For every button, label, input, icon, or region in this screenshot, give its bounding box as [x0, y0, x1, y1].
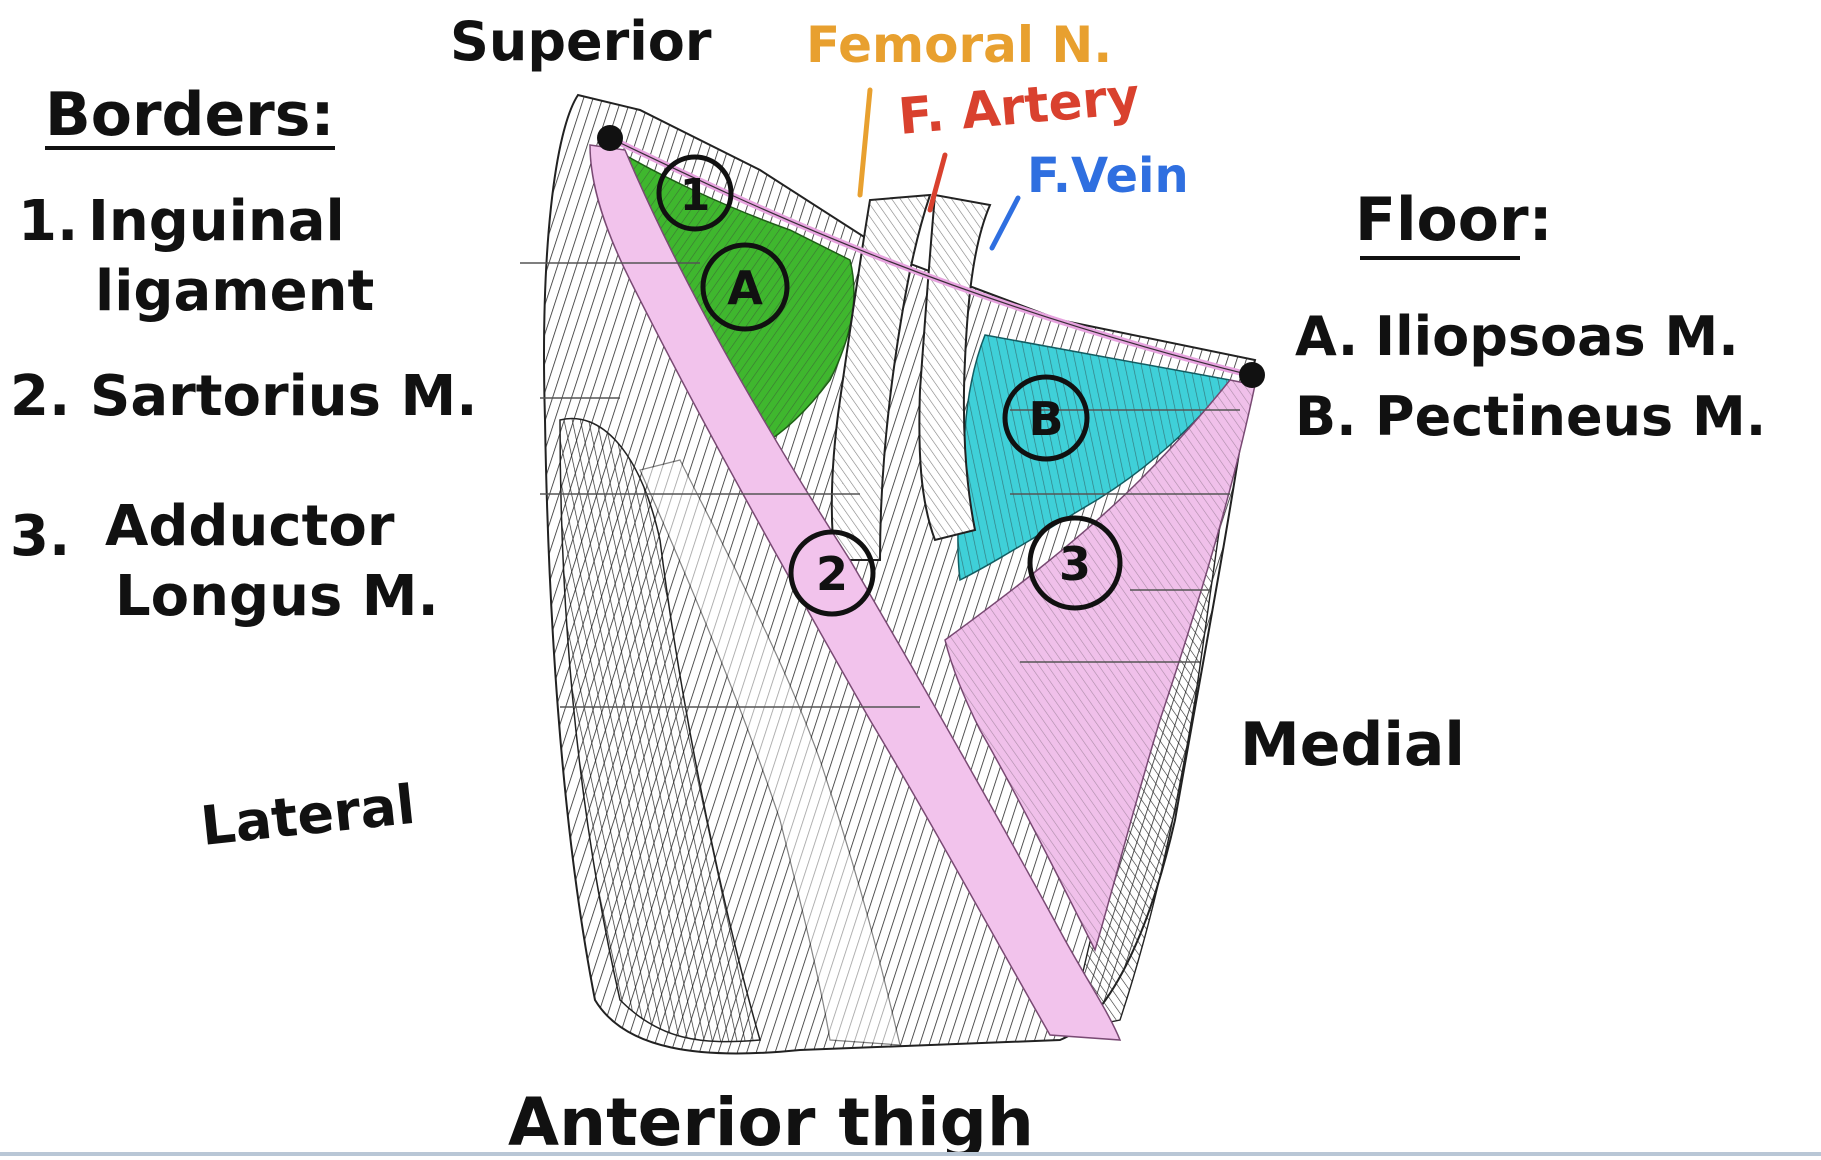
superior-label: Superior [450, 10, 712, 73]
caption-anterior-thigh: Anterior thigh [508, 1084, 1034, 1156]
femoral-nerve-label: Femoral N. [806, 16, 1112, 74]
pubic-tubercle-point [1239, 362, 1265, 388]
border-3-number: 3. [10, 504, 70, 569]
bottom-divider [0, 1152, 1821, 1156]
border-1-line1: Inguinal [88, 189, 345, 254]
floor-a-text: Iliopsoas M. [1375, 305, 1739, 368]
marker-1: 1 [656, 154, 734, 232]
floor-heading: Floor: [1355, 185, 1553, 255]
border-2-number: 2. [10, 364, 70, 429]
svg-text:3: 3 [1059, 537, 1091, 591]
asis-point [597, 125, 623, 151]
floor-a-label: A. [1295, 305, 1358, 368]
floor-b-label: B. [1295, 385, 1357, 448]
marker-3: 3 [1027, 515, 1123, 611]
svg-text:B: B [1028, 392, 1063, 446]
sartorius-muscle [589, 144, 1122, 1041]
rectus-femoris [639, 459, 901, 1046]
femoral-nerve-pointer [857, 87, 873, 198]
marker-a: A [700, 242, 790, 332]
border-3-line1: Adductor [105, 494, 395, 559]
border-1-number: 1. [18, 189, 78, 254]
femoral-vein-pointer [989, 195, 1021, 251]
marker-b: B [1002, 374, 1090, 462]
marker-2: 2 [788, 529, 876, 617]
svg-text:1: 1 [680, 170, 711, 221]
svg-text:A: A [727, 261, 763, 315]
femoral-artery-label: F. Artery [896, 67, 1142, 146]
medial-label: Medial [1240, 710, 1465, 780]
label-leader-lines [520, 262, 1240, 708]
vastus-lateralis [559, 417, 761, 1043]
border-3-line2: Longus M. [115, 564, 439, 629]
borders-heading: Borders: [45, 80, 334, 150]
floor-b-text: Pectineus M. [1375, 385, 1766, 448]
femoral-artery-pointer [927, 152, 948, 213]
border-1-line2: ligament [95, 259, 374, 324]
border-2-line1: Sartorius M. [90, 364, 478, 429]
femoral-vein-label: F.Vein [1027, 148, 1189, 204]
svg-text:2: 2 [816, 547, 848, 601]
lateral-label: Lateral [198, 773, 418, 858]
